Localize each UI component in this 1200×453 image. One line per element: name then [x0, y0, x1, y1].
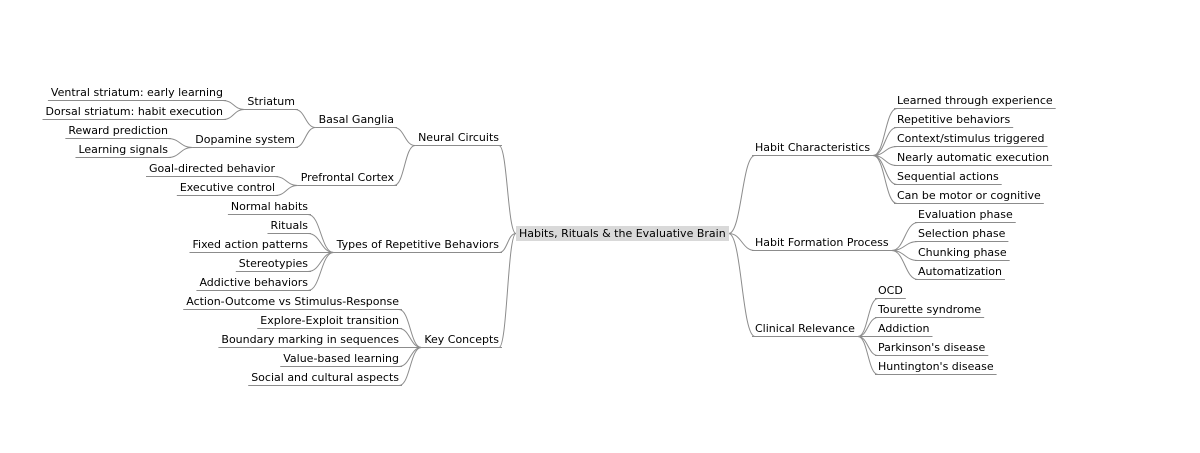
- leaf-chunking-phase[interactable]: Chunking phase: [918, 246, 1007, 259]
- leaf-sequential-actions[interactable]: Sequential actions: [897, 170, 999, 183]
- edge-node-clinical-relevance: [728, 233, 756, 337]
- edge-leaf-reward-prediction: [167, 138, 193, 148]
- leaf-motor-or-cognitive[interactable]: Can be motor or cognitive: [897, 189, 1041, 202]
- edge-node-basal-ganglia: [393, 127, 416, 146]
- leaf-addictive-behaviors[interactable]: Addictive behaviors: [199, 276, 308, 289]
- node-habit-characteristics[interactable]: Habit Characteristics: [755, 141, 871, 154]
- connectors: [42, 100, 1056, 386]
- leaf-tourette[interactable]: Tourette syndrome: [878, 303, 982, 316]
- leaf-selection-phase[interactable]: Selection phase: [918, 227, 1006, 240]
- node-dopamine-system[interactable]: Dopamine system: [195, 133, 295, 146]
- leaf-nearly-automatic[interactable]: Nearly automatic execution: [897, 151, 1050, 164]
- leaf-stereotypies[interactable]: Stereotypies: [238, 257, 308, 270]
- edge-node-prefrontal-cortex: [393, 145, 416, 186]
- leaf-dorsal-striatum[interactable]: Dorsal striatum: habit execution: [45, 105, 223, 118]
- edge-leaf-tourette: [857, 317, 879, 337]
- leaf-ocd[interactable]: OCD: [878, 284, 903, 297]
- edge-leaf-goal-directed: [274, 176, 298, 186]
- leaf-repetitive-behaviors[interactable]: Repetitive behaviors: [897, 113, 1011, 126]
- edge-leaf-ocd: [857, 298, 879, 337]
- edge-node-key-concepts: [498, 233, 517, 348]
- edge-node-habit-formation: [728, 233, 756, 251]
- node-neural-circuits[interactable]: Neural Circuits: [418, 131, 499, 144]
- node-prefrontal-cortex[interactable]: Prefrontal Cortex: [300, 171, 394, 184]
- edge-leaf-automatization: [891, 250, 919, 280]
- edge-leaf-action-outcome: [398, 309, 422, 348]
- edge-leaf-executive-control: [274, 185, 298, 196]
- edge-node-striatum: [294, 109, 316, 128]
- edge-leaf-social-cultural: [398, 347, 422, 386]
- leaf-action-outcome[interactable]: Action-Outcome vs Stimulus-Response: [186, 295, 399, 308]
- edge-leaf-ventral-striatum: [222, 100, 245, 110]
- leaf-reward-prediction[interactable]: Reward prediction: [68, 124, 168, 137]
- leaf-huntingtons[interactable]: Huntington's disease: [878, 360, 994, 373]
- edge-leaf-evaluation-phase: [891, 222, 919, 251]
- node-striatum[interactable]: Striatum: [247, 95, 295, 108]
- edge-leaf-huntingtons: [857, 336, 879, 375]
- leaf-addiction[interactable]: Addiction: [878, 322, 930, 335]
- leaf-normal-habits[interactable]: Normal habits: [230, 200, 308, 213]
- leaf-evaluation-phase[interactable]: Evaluation phase: [918, 208, 1013, 221]
- leaf-automatization[interactable]: Automatization: [918, 265, 1002, 278]
- edge-leaf-repetitive-behaviors: [872, 127, 898, 156]
- node-habit-formation[interactable]: Habit Formation Process: [755, 236, 889, 249]
- edge-leaf-value-based-learning: [398, 347, 422, 367]
- root-node[interactable]: Habits, Rituals & the Evaluative Brain: [516, 226, 729, 241]
- leaf-explore-exploit[interactable]: Explore-Exploit transition: [260, 314, 399, 327]
- leaf-social-cultural[interactable]: Social and cultural aspects: [251, 371, 399, 384]
- edge-leaf-motor-or-cognitive: [872, 155, 898, 204]
- node-key-concepts[interactable]: Key Concepts: [424, 333, 499, 346]
- edge-node-dopamine-system: [294, 127, 316, 148]
- edge-leaf-learning-signals: [167, 147, 193, 158]
- leaf-context-triggered[interactable]: Context/stimulus triggered: [897, 132, 1045, 145]
- edge-leaf-normal-habits: [307, 214, 334, 253]
- node-repetitive-behaviors[interactable]: Types of Repetitive Behaviors: [336, 238, 499, 251]
- leaf-learning-signals[interactable]: Learning signals: [78, 143, 168, 156]
- leaf-ventral-striatum[interactable]: Ventral striatum: early learning: [50, 86, 223, 99]
- leaf-fixed-action-patterns[interactable]: Fixed action patterns: [192, 238, 308, 251]
- leaf-boundary-marking[interactable]: Boundary marking in sequences: [221, 333, 399, 346]
- leaf-rituals[interactable]: Rituals: [270, 219, 308, 232]
- edge-leaf-parkinsons: [857, 336, 879, 356]
- edge-node-neural-circuits: [498, 145, 517, 234]
- node-basal-ganglia[interactable]: Basal Ganglia: [318, 113, 394, 126]
- edge-leaf-dorsal-striatum: [222, 109, 245, 120]
- edge-leaf-stereotypies: [307, 252, 334, 272]
- leaf-executive-control[interactable]: Executive control: [179, 181, 275, 194]
- edge-node-habit-characteristics: [728, 155, 756, 234]
- edge-leaf-rituals: [307, 233, 334, 253]
- edge-leaf-addictive-behaviors: [307, 252, 334, 291]
- edge-leaf-learned-through-experience: [872, 108, 898, 156]
- leaf-goal-directed[interactable]: Goal-directed behavior: [149, 162, 275, 175]
- leaf-value-based-learning[interactable]: Value-based learning: [283, 352, 399, 365]
- edge-leaf-explore-exploit: [398, 328, 422, 348]
- edge-node-repetitive-behaviors: [498, 233, 517, 253]
- leaf-parkinsons[interactable]: Parkinson's disease: [878, 341, 986, 354]
- leaf-learned-through-experience[interactable]: Learned through experience: [897, 94, 1053, 107]
- node-clinical-relevance[interactable]: Clinical Relevance: [755, 322, 855, 335]
